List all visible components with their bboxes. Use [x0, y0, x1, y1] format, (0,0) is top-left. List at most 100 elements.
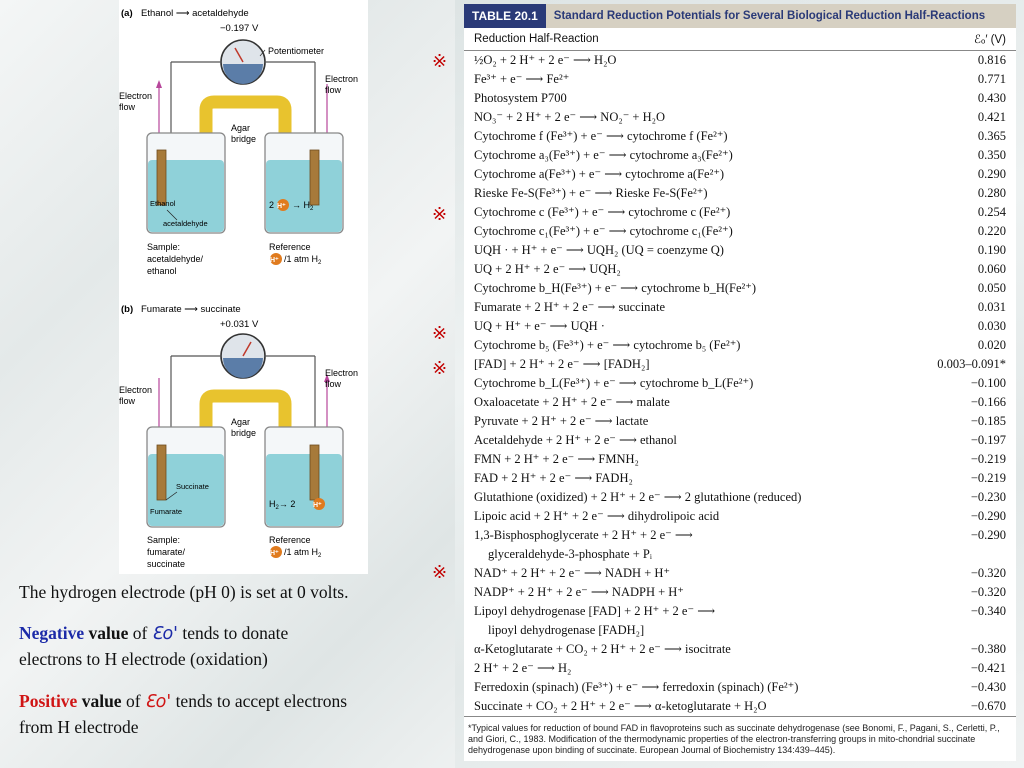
- table-row: Cytochrome c (Fe³⁺) + e⁻ ⟶ cytochrome c …: [464, 203, 1016, 222]
- half-reaction: Cytochrome a(Fe³⁺) + e⁻ ⟶ cytochrome a(F…: [474, 165, 724, 184]
- half-reaction-text: Cytochrome a₃(Fe³⁺) + e⁻ ⟶ cytochrome a₃…: [474, 148, 733, 162]
- table-header: TABLE 20.1 Standard Reduction Potentials…: [464, 4, 1016, 28]
- reduction-potential-value: 0.771: [977, 72, 1006, 86]
- table-row: Cytochrome a₃(Fe³⁺) + e⁻ ⟶ cytochrome a₃…: [464, 146, 1016, 165]
- column-potential: ℰₒ′ (V): [974, 34, 1006, 46]
- eo-symbol-1: Ɛo': [151, 624, 178, 644]
- half-reaction-text: Oxaloacetate + 2 H⁺ + 2 e⁻ ⟶ malate: [474, 395, 670, 409]
- half-reaction: NADP⁺ + 2 H⁺ + 2 e⁻ ⟶ NADPH + H⁺: [474, 583, 684, 602]
- table-row: NADP⁺ + 2 H⁺ + 2 e⁻ ⟶ NADPH + H⁺−0.320: [464, 583, 1016, 602]
- panel-b-reaction: Fumarate ⟶ succinate: [141, 304, 241, 315]
- fumarate-label: Fumarate: [150, 507, 182, 516]
- of-word-1: of: [132, 623, 148, 643]
- half-reaction-text: Cytochrome b₅ (Fe³⁺) + e⁻ ⟶ cytochrome b…: [474, 338, 741, 352]
- reduction-potential-value: −0.219: [970, 452, 1006, 466]
- table-row: Cytochrome b_H(Fe³⁺) + e⁻ ⟶ cytochrome b…: [464, 279, 1016, 298]
- reduction-potential-value: −0.670: [970, 699, 1006, 713]
- reduction-potential-value: 0.365: [977, 129, 1006, 143]
- reduction-potential-value: 0.280: [977, 186, 1006, 200]
- half-reaction: Cytochrome c (Fe³⁺) + e⁻ ⟶ cytochrome c …: [474, 203, 730, 222]
- half-reaction-text: Lipoyl dehydrogenase [FAD] + 2 H⁺ + 2 e⁻…: [474, 604, 716, 618]
- half-reaction-text: Glutathione (oxidized) + 2 H⁺ + 2 e⁻ ⟶ 2…: [474, 490, 802, 504]
- half-reaction-text: Cytochrome c₁(Fe³⁺) + e⁻ ⟶ cytochrome c₁…: [474, 224, 733, 238]
- reduction-potential-table: TABLE 20.1 Standard Reduction Potentials…: [464, 4, 1016, 761]
- table-row: Cytochrome b_L(Fe³⁺) + e⁻ ⟶ cytochrome b…: [464, 374, 1016, 393]
- half-reaction-text: [FAD] + 2 H⁺ + 2 e⁻ ⟶ [FADH₂]: [474, 357, 650, 371]
- acetaldehyde-label: acetaldehyde: [163, 219, 208, 228]
- h-plus-ref-b: H⁺: [270, 550, 279, 557]
- half-reaction: [FAD] + 2 H⁺ + 2 e⁻ ⟶ [FADH₂]: [474, 355, 649, 374]
- half-reaction-text: Fe³⁺ + e⁻ ⟶ Fe²⁺: [474, 72, 570, 86]
- half-reaction: UQ + H⁺ + e⁻ ⟶ UQH ·: [474, 317, 605, 336]
- half-reaction-text: Succinate + CO₂ + 2 H⁺ + 2 e⁻ ⟶ α-ketogl…: [474, 699, 767, 713]
- half-reaction: NO₃⁻ + 2 H⁺ + 2 e⁻ ⟶ NO₂⁻ + H₂O: [474, 108, 665, 127]
- reduction-potential-value: −0.100: [970, 376, 1006, 390]
- positive-rest-1: tends to accept electrons: [175, 691, 348, 711]
- reduction-potential-value: −0.430: [970, 680, 1006, 694]
- half-reaction-text: 1,3-Bisphosphoglycerate + 2 H⁺ + 2 e⁻ ⟶: [474, 528, 693, 542]
- table-row: Oxaloacetate + 2 H⁺ + 2 e⁻ ⟶ malate−0.16…: [464, 393, 1016, 412]
- h-plus-badge-a: H⁺: [277, 203, 286, 210]
- table-row: 2 H⁺ + 2 e⁻ ⟶ H₂−0.421: [464, 659, 1016, 678]
- reduction-potential-value: 0.254: [977, 205, 1006, 219]
- half-reaction: Pyruvate + 2 H⁺ + 2 e⁻ ⟶ lactate: [474, 412, 648, 431]
- half-reaction-text: α-Ketoglutarate + CO₂ + 2 H⁺ + 2 e⁻ ⟶ is…: [474, 642, 731, 656]
- half-reaction-text: NAD⁺ + 2 H⁺ + 2 e⁻ ⟶ NADH + H⁺: [474, 566, 671, 580]
- half-reaction: Cytochrome b₅ (Fe³⁺) + e⁻ ⟶ cytochrome b…: [474, 336, 740, 355]
- table-number: TABLE 20.1: [464, 4, 546, 28]
- half-reaction: Cytochrome c₁(Fe³⁺) + e⁻ ⟶ cytochrome c₁…: [474, 222, 733, 241]
- highlight-mark-4: ※: [432, 358, 448, 378]
- table-row: Fumarate + 2 H⁺ + 2 e⁻ ⟶ succinate 0.031: [464, 298, 1016, 317]
- value-word-1: value: [88, 623, 129, 643]
- half-reaction: Rieske Fe-S(Fe³⁺) + e⁻ ⟶ Rieske Fe-S(Fe²…: [474, 184, 707, 203]
- h-plus-ref-a: H⁺: [270, 257, 279, 264]
- half-reaction-text: UQ + H⁺ + e⁻ ⟶ UQH ·: [474, 319, 605, 333]
- reduction-potential-value: −0.340: [970, 604, 1006, 618]
- positive-value-note: Positive value of Ɛo' tends to accept el…: [19, 689, 347, 740]
- half-reaction: FAD + 2 H⁺ + 2 e⁻ ⟶ FADH₂: [474, 469, 633, 488]
- table-row: 1,3-Bisphosphoglycerate + 2 H⁺ + 2 e⁻ ⟶g…: [464, 526, 1016, 564]
- half-reaction: UQ + 2 H⁺ + 2 e⁻ ⟶ UQH₂: [474, 260, 621, 279]
- half-reaction-text: UQH · + H⁺ + e⁻ ⟶ UQH₂ (UQ = coenzyme Q): [474, 243, 724, 257]
- panel-b-label: (b): [121, 304, 133, 315]
- reduction-potential-value: −0.197: [970, 433, 1006, 447]
- table-row: FAD + 2 H⁺ + 2 e⁻ ⟶ FADH₂−0.219: [464, 469, 1016, 488]
- reduction-potential-value: 0.060: [977, 262, 1006, 276]
- positive-word: Positive: [19, 691, 78, 711]
- highlight-mark-2: ※: [432, 204, 448, 224]
- reduction-potential-value: −0.380: [970, 642, 1006, 656]
- half-reaction: Lipoyl dehydrogenase [FAD] + 2 H⁺ + 2 e⁻…: [474, 602, 715, 640]
- half-reaction: FMN + 2 H⁺ + 2 e⁻ ⟶ FMNH₂: [474, 450, 639, 469]
- sample-label-a: Sample:acetaldehyde/ethanol: [147, 242, 204, 276]
- reduction-potential-value: −0.290: [970, 509, 1006, 523]
- half-reaction-text: NADP⁺ + 2 H⁺ + 2 e⁻ ⟶ NADPH + H⁺: [474, 585, 684, 599]
- reduction-potential-value: 0.031: [977, 300, 1006, 314]
- half-reaction: Fumarate + 2 H⁺ + 2 e⁻ ⟶ succinate: [474, 298, 665, 317]
- reference-label-a: Reference: [269, 242, 311, 252]
- half-reaction: UQH · + H⁺ + e⁻ ⟶ UQH₂ (UQ = coenzyme Q): [474, 241, 724, 260]
- half-reaction: Lipoic acid + 2 H⁺ + 2 e⁻ ⟶ dihydrolipoi…: [474, 507, 719, 526]
- table-column-headers: Reduction Half-Reaction ℰₒ′ (V): [464, 28, 1016, 51]
- table-row: Fe³⁺ + e⁻ ⟶ Fe²⁺ 0.771: [464, 70, 1016, 89]
- positive-rest-2: from H electrode: [19, 717, 139, 737]
- value-word-2: value: [81, 691, 122, 711]
- reduction-potential-value: −0.320: [970, 566, 1006, 580]
- reference-h2-b: /1 atm H2: [284, 547, 322, 559]
- table-row: Succinate + CO₂ + 2 H⁺ + 2 e⁻ ⟶ α-ketogl…: [464, 697, 1016, 716]
- table-title: Standard Reduction Potentials for Severa…: [553, 10, 986, 22]
- half-reaction-text: Cytochrome b_L(Fe³⁺) + e⁻ ⟶ cytochrome b…: [474, 376, 754, 390]
- table-row: FMN + 2 H⁺ + 2 e⁻ ⟶ FMNH₂ −0.219: [464, 450, 1016, 469]
- panel-a-voltage: −0.197 V: [220, 23, 259, 34]
- negative-word: Negative: [19, 623, 85, 643]
- half-reaction-text: 2 H⁺ + 2 e⁻ ⟶ H₂: [474, 661, 572, 675]
- half-reaction-text: ½O₂ + 2 H⁺ + 2 e⁻ ⟶ H₂O: [474, 53, 617, 67]
- half-reaction-text: Rieske Fe-S(Fe³⁺) + e⁻ ⟶ Rieske Fe-S(Fe²…: [474, 186, 708, 200]
- table-row: α-Ketoglutarate + CO₂ + 2 H⁺ + 2 e⁻ ⟶ is…: [464, 640, 1016, 659]
- half-reaction: α-Ketoglutarate + CO₂ + 2 H⁺ + 2 e⁻ ⟶ is…: [474, 640, 731, 659]
- succinate-label: Succinate: [176, 482, 209, 491]
